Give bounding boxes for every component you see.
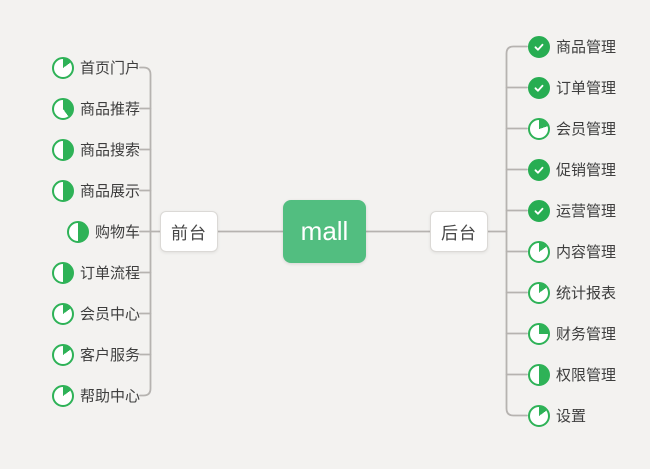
- mindmap-item[interactable]: 财务管理: [528, 313, 650, 354]
- check-circle-icon: [528, 76, 550, 99]
- pie-progress-icon: [51, 97, 74, 120]
- pie-progress-icon: [51, 302, 74, 325]
- item-label: 内容管理: [556, 244, 617, 261]
- item-label: 首页门户: [79, 60, 140, 77]
- check-circle-icon: [528, 35, 550, 58]
- item-label: 会员管理: [556, 121, 617, 138]
- root-node[interactable]: mall: [283, 200, 366, 263]
- mindmap-item[interactable]: 商品展示: [0, 170, 140, 211]
- backend-item-list: 商品管理订单管理会员管理促销管理运营管理内容管理统计报表财务管理权限管理设置: [528, 26, 650, 436]
- mindmap-item[interactable]: 客户服务: [0, 334, 140, 375]
- pie-progress-icon: [528, 363, 550, 386]
- item-label: 购物车: [94, 224, 140, 241]
- item-label: 财务管理: [556, 326, 617, 343]
- mindmap-item[interactable]: 设置: [528, 395, 650, 436]
- item-label: 促销管理: [556, 162, 617, 179]
- mindmap-item[interactable]: 运营管理: [528, 190, 650, 231]
- item-label: 商品推荐: [79, 101, 140, 118]
- item-label: 商品搜索: [79, 142, 140, 159]
- pie-progress-icon: [528, 322, 550, 345]
- pie-progress-icon: [51, 343, 74, 366]
- mindmap-item[interactable]: 订单流程: [0, 252, 140, 293]
- mindmap-item[interactable]: 订单管理: [528, 67, 650, 108]
- mindmap-item[interactable]: 商品推荐: [0, 88, 140, 129]
- mindmap-item[interactable]: 商品管理: [528, 26, 650, 67]
- item-label: 权限管理: [556, 367, 617, 384]
- check-circle-icon: [528, 199, 550, 222]
- backend-node[interactable]: 后台: [430, 211, 488, 252]
- item-label: 订单管理: [556, 80, 617, 97]
- mindmap-item[interactable]: 内容管理: [528, 231, 650, 272]
- item-label: 会员中心: [79, 306, 140, 323]
- frontend-item-list: 首页门户商品推荐商品搜索商品展示购物车订单流程会员中心客户服务帮助中心: [0, 47, 140, 416]
- pie-progress-icon: [66, 220, 89, 243]
- mindmap-item[interactable]: 购物车: [0, 211, 140, 252]
- pie-progress-icon: [51, 138, 74, 161]
- pie-progress-icon: [528, 281, 550, 304]
- item-label: 帮助中心: [79, 388, 140, 405]
- mindmap-item[interactable]: 会员管理: [528, 108, 650, 149]
- item-label: 设置: [556, 408, 587, 425]
- item-label: 统计报表: [556, 285, 617, 302]
- item-label: 商品展示: [79, 183, 140, 200]
- item-label: 订单流程: [79, 265, 140, 282]
- mindmap-item[interactable]: 商品搜索: [0, 129, 140, 170]
- mindmap-item[interactable]: 会员中心: [0, 293, 140, 334]
- mindmap-item[interactable]: 统计报表: [528, 272, 650, 313]
- pie-progress-icon: [528, 117, 550, 140]
- mindmap-item[interactable]: 帮助中心: [0, 375, 140, 416]
- pie-progress-icon: [528, 404, 550, 427]
- pie-progress-icon: [51, 56, 74, 79]
- check-circle-icon: [528, 158, 550, 181]
- pie-progress-icon: [51, 261, 74, 284]
- mindmap-item[interactable]: 权限管理: [528, 354, 650, 395]
- item-label: 运营管理: [556, 203, 617, 220]
- mindmap-item[interactable]: 首页门户: [0, 47, 140, 88]
- mindmap-item[interactable]: 促销管理: [528, 149, 650, 190]
- item-label: 客户服务: [79, 347, 140, 364]
- pie-progress-icon: [528, 240, 550, 263]
- frontend-node[interactable]: 前台: [160, 211, 218, 252]
- pie-progress-icon: [51, 384, 74, 407]
- item-label: 商品管理: [556, 39, 617, 56]
- pie-progress-icon: [51, 179, 74, 202]
